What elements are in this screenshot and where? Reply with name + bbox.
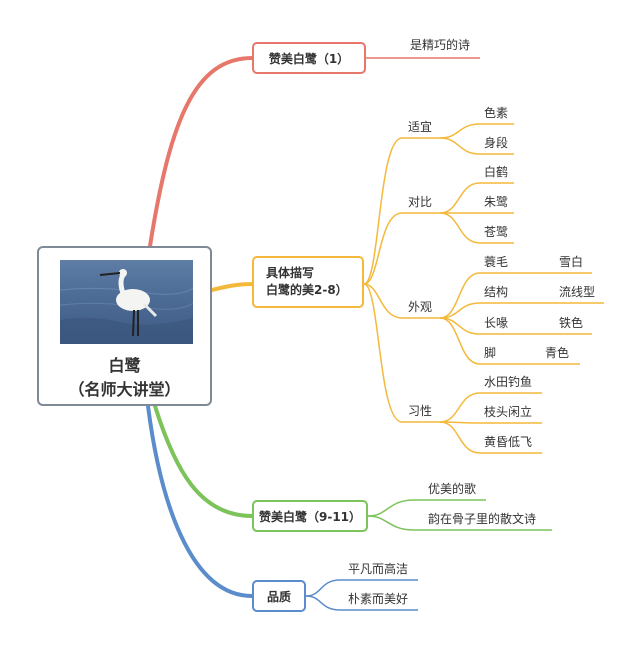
branch-describe-label-line1: 具体描写 [266,266,315,280]
contrast-item[interactable]: 白鹤 [484,165,509,179]
root-node[interactable]: 白鹭 （名师大讲堂） [37,246,212,406]
topic-contrast[interactable]: 对比 [408,195,433,209]
look-item-name[interactable]: 长喙 [484,316,509,330]
egret-photo [60,260,193,344]
branch-praise1-label: 赞美白鹭（1） [268,51,350,66]
fit-item[interactable]: 色素 [484,106,509,120]
contrast-item[interactable]: 朱鹭 [484,195,509,209]
look-item-value[interactable]: 铁色 [559,316,584,330]
fit-item[interactable]: 身段 [484,136,509,150]
look-item-value[interactable]: 青色 [545,346,570,360]
look-item-name[interactable]: 脚 [484,346,497,360]
topic-fit[interactable]: 适宜 [408,120,433,134]
link-describe-contrast [363,212,440,285]
praise2-item[interactable]: 优美的歌 [428,482,477,496]
praise1-child[interactable]: 是精巧的诗 [410,38,471,52]
look-item-value[interactable]: 雪白 [559,255,584,269]
root-title-line2: （名师大讲堂） [68,380,181,399]
root-title-line1: 白鹭 [108,356,141,375]
contrast-item[interactable]: 苍鹭 [484,225,509,239]
link-describe-fit [363,137,440,285]
look-item-value[interactable]: 流线型 [559,285,596,299]
branch-praise2[interactable]: 赞美白鹭（9-11） [252,500,368,532]
quality-item[interactable]: 朴素而美好 [348,592,409,606]
branch-quality-label: 品质 [266,589,291,604]
branch-describe[interactable]: 具体描写 白鹭的美2-8） [252,256,364,308]
topic-look[interactable]: 外观 [408,300,433,314]
link-describe-habit [363,283,440,423]
praise2-item[interactable]: 韵在骨子里的散文诗 [428,512,537,526]
habit-item[interactable]: 枝头闲立 [484,405,533,419]
link-describe-look [363,283,440,319]
branch-describe-label-line2: 白鹭的美2-8） [266,283,348,297]
habit-item[interactable]: 水田钓鱼 [484,375,533,389]
habit-item[interactable]: 黄昏低飞 [484,435,533,449]
branch-praise1[interactable]: 赞美白鹭（1） [252,42,366,74]
link-root-describe [210,282,254,292]
branch-praise2-label: 赞美白鹭（9-11） [258,509,362,524]
branch-quality[interactable]: 品质 [252,580,306,612]
link-root-quality [146,404,254,598]
look-item-name[interactable]: 结构 [484,285,509,299]
link-root-praise2 [153,404,254,518]
topic-habit[interactable]: 习性 [408,404,433,418]
egret-icon [60,269,193,344]
quality-item[interactable]: 平凡而高洁 [348,562,409,576]
link-root-praise1 [148,56,254,248]
look-item-name[interactable]: 蓑毛 [484,255,509,269]
